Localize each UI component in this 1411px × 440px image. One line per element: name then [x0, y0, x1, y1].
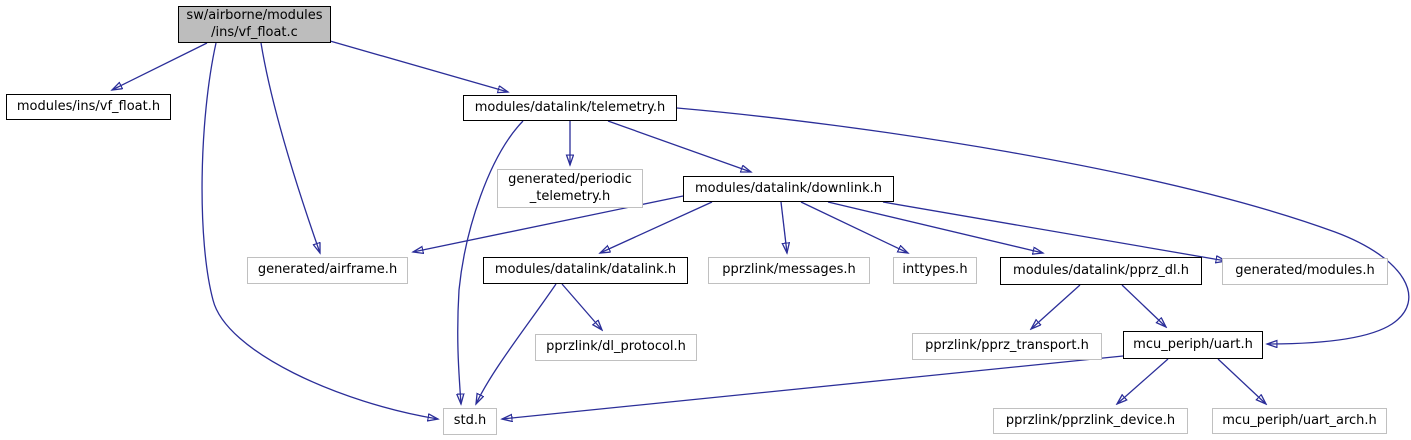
node-vf-float-h[interactable]: modules/ins/vf_float.h [6, 94, 171, 120]
node-label: modules/datalink/pprz_dl.h [1013, 262, 1189, 278]
edge-pprz-dl-pprz-transport [1031, 284, 1081, 329]
node-label: std.h [453, 413, 487, 429]
edge-main-vf-float-h [112, 42, 208, 90]
node-label: inttypes.h [902, 262, 968, 278]
node-label: mcu_periph/uart.h [1133, 336, 1253, 352]
node-downlink-h[interactable]: modules/datalink/downlink.h [683, 176, 894, 202]
node-dl-protocol-h: pprzlink/dl_protocol.h [535, 334, 697, 361]
edge-uart-uart-arch [1217, 358, 1266, 404]
node-label: pprzlink/pprz_transport.h [925, 338, 1089, 354]
node-label: _telemetry.h [529, 188, 611, 204]
node-generated-modules-h: generated/modules.h [1222, 258, 1388, 285]
node-label: modules/datalink/downlink.h [695, 180, 882, 196]
edge-downlink-datalink [600, 201, 713, 253]
node-label: pprzlink/dl_protocol.h [546, 339, 686, 355]
edge-telemetry-uart [676, 107, 1410, 344]
edge-downlink-messages [780, 201, 787, 253]
node-inttypes-h: inttypes.h [893, 257, 977, 284]
node-label: modules/ins/vf_float.h [16, 98, 161, 114]
node-label: modules/datalink/datalink.h [494, 262, 677, 278]
node-label: generated/periodic [508, 172, 632, 188]
node-label: generated/airframe.h [257, 262, 398, 278]
edge-uart-pprzlink-device [1117, 358, 1169, 404]
node-periodic-telemetry-h: generated/periodic _telemetry.h [497, 169, 643, 208]
edge-main-airframe [260, 42, 320, 253]
node-uart-h[interactable]: mcu_periph/uart.h [1123, 331, 1263, 359]
edge-main-std [201, 42, 438, 419]
edge-pprz-dl-uart [1121, 284, 1166, 327]
node-pprz-transport-h: pprzlink/pprz_transport.h [912, 333, 1102, 360]
node-label: /ins/vf_float.c [211, 24, 298, 40]
node-datalink-h[interactable]: modules/datalink/datalink.h [483, 257, 688, 284]
node-label: modules/datalink/telemetry.h [474, 99, 666, 115]
edge-main-telemetry [329, 40, 508, 92]
edge-downlink-generated-modules [882, 201, 1226, 261]
node-pprzlink-device-h: pprzlink/pprzlink_device.h [993, 408, 1188, 434]
node-label: mcu_periph/uart_arch.h [1222, 412, 1377, 428]
edge-downlink-inttypes [800, 201, 908, 253]
node-label: pprzlink/pprzlink_device.h [1005, 412, 1176, 428]
node-pprz-dl-h[interactable]: modules/datalink/pprz_dl.h [1000, 257, 1202, 285]
edge-datalink-std [476, 283, 557, 404]
edge-downlink-pprz-dl [827, 201, 1043, 253]
node-uart-arch-h: mcu_periph/uart_arch.h [1212, 408, 1387, 434]
edge-uart-std [502, 355, 1124, 419]
node-vf-float-c: sw/airborne/modules /ins/vf_float.c [178, 6, 331, 43]
node-telemetry-h[interactable]: modules/datalink/telemetry.h [463, 95, 677, 121]
node-label: pprzlink/messages.h [722, 262, 856, 278]
edge-datalink-dl-protocol [561, 283, 602, 330]
node-label: sw/airborne/modules [186, 8, 323, 24]
node-messages-h: pprzlink/messages.h [708, 257, 870, 284]
edge-telemetry-downlink [607, 120, 751, 172]
node-label: generated/modules.h [1235, 263, 1375, 279]
node-airframe-h: generated/airframe.h [247, 257, 408, 284]
edge-telemetry-std [458, 120, 524, 404]
node-std-h: std.h [443, 408, 497, 435]
